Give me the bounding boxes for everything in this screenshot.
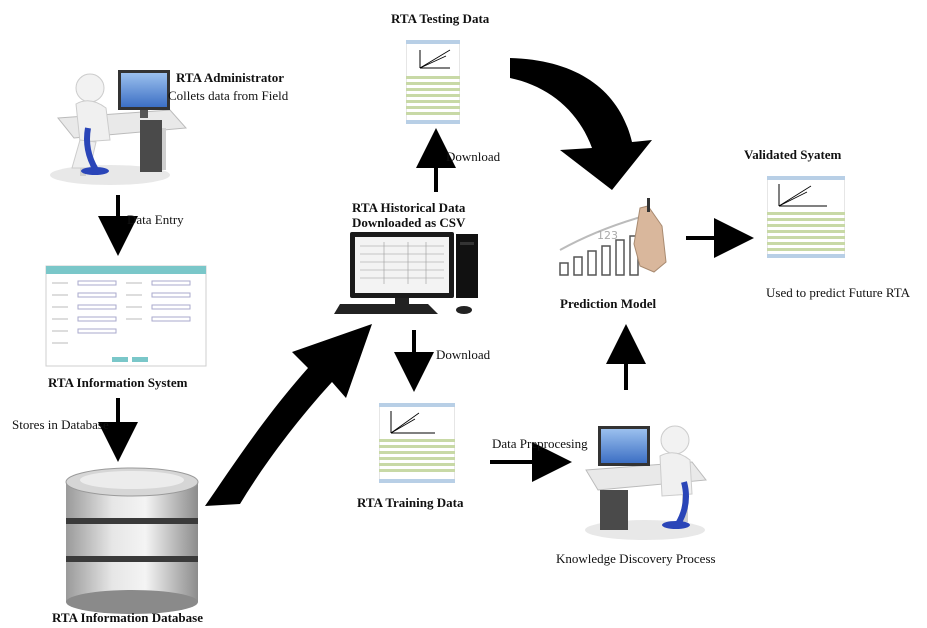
testing-data-document <box>406 40 460 124</box>
administrator-title: RTA Administrator <box>176 70 284 85</box>
edge-label-download-up: Download <box>446 149 501 164</box>
historical-title-line2: Downloaded as CSV <box>352 215 466 230</box>
validated-system-caption: Used to predict Future RTA <box>766 285 911 300</box>
knowledge-discovery-illustration <box>585 425 707 540</box>
testing-data-title: RTA Testing Data <box>391 11 490 26</box>
validated-system-title: Validated Syatem <box>744 147 842 162</box>
historical-title-line1: RTA Historical Data <box>352 200 466 215</box>
edge-label-download-down: Download <box>436 347 491 362</box>
prediction-illustration: 123 <box>559 198 667 276</box>
curved-arrow-database-to-computer <box>205 324 372 506</box>
info-system-title: RTA Information System <box>48 375 188 390</box>
edge-label-preprocessing: Data Preprocesing <box>492 436 588 451</box>
svg-text:123: 123 <box>597 229 618 242</box>
database-cylinder <box>65 467 199 614</box>
training-data-document <box>379 403 455 483</box>
edge-label-stores: Stores in Database <box>12 417 109 432</box>
edge-label-data-entry: Data Entry <box>127 212 184 227</box>
prediction-model-title: Prediction Model <box>560 296 657 311</box>
administrator-illustration <box>50 70 188 185</box>
training-data-title: RTA Training Data <box>357 495 464 510</box>
historical-computer <box>334 232 478 314</box>
information-system-form <box>45 265 207 367</box>
flow-arrows <box>98 128 754 482</box>
knowledge-discovery-caption: Knowledge Discovery Process <box>556 551 716 566</box>
database-title: RTA Information Database <box>52 610 203 625</box>
validated-system-document <box>767 176 845 258</box>
administrator-subtitle: Collets data from Field <box>168 88 289 103</box>
curved-arrow-testing-to-prediction <box>510 58 652 190</box>
